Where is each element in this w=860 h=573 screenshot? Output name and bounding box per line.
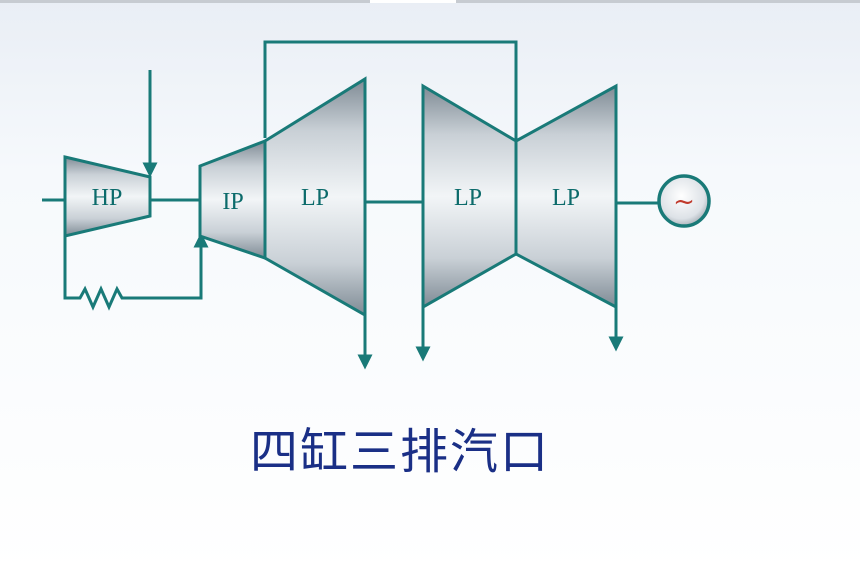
crossover-pipe	[263, 40, 518, 140]
lp-label-3: LP	[552, 185, 580, 211]
lp-cylinder-1	[263, 76, 367, 318]
ip-label: IP	[222, 189, 243, 215]
lp-label-2: LP	[454, 185, 482, 211]
diagram-caption: 四缸三排汽口	[249, 424, 550, 480]
hp-cylinder	[63, 155, 152, 238]
lp-label-1: LP	[301, 185, 329, 211]
top-bar-tab	[370, 0, 456, 3]
lp-cylinder-3	[514, 83, 618, 310]
generator-symbol: ~	[673, 187, 695, 217]
generator	[657, 174, 711, 228]
hp-label: HP	[92, 185, 123, 211]
reheat-pipe	[63, 232, 209, 311]
